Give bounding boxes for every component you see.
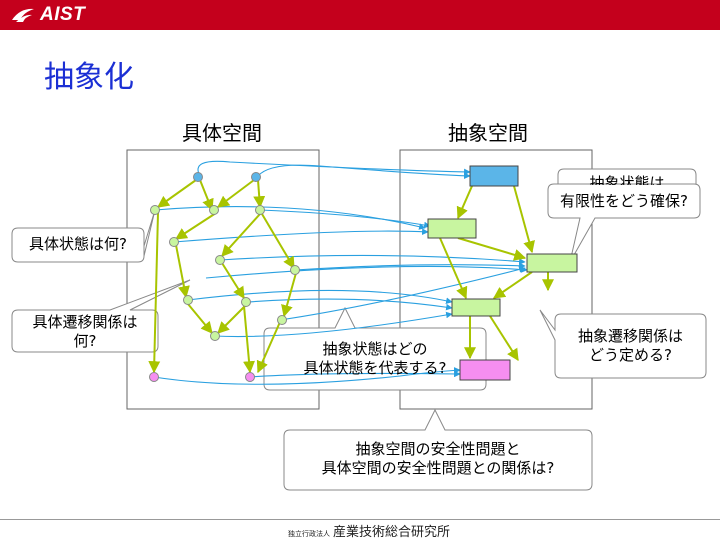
footer-org: 独立行政法人産業技術総合研究所 bbox=[288, 521, 450, 540]
footer-org-type: 独立行政法人 bbox=[288, 530, 330, 538]
callout-abstract-transition: 抽象遷移関係は どう定める? bbox=[577, 327, 683, 364]
aist-logo: AIST bbox=[10, 3, 85, 27]
concrete-states bbox=[149, 172, 300, 382]
abstract-state bbox=[526, 253, 578, 273]
footer-divider bbox=[0, 519, 720, 520]
callout-concrete-state: 具体状態は何? bbox=[29, 235, 127, 253]
concrete-initial-state bbox=[251, 172, 261, 182]
concrete-error-state bbox=[245, 372, 255, 382]
callout-safety: 抽象空間の安全性問題と 具体空間の安全性問題との関係は? bbox=[321, 440, 555, 477]
concrete-state bbox=[255, 205, 265, 215]
abstract-space-heading: 抽象空間 bbox=[448, 121, 528, 145]
concrete-error-state bbox=[149, 372, 159, 382]
concrete-state bbox=[169, 237, 179, 247]
abstract-state bbox=[451, 298, 501, 317]
top-banner: AIST bbox=[0, 0, 720, 30]
callout-finiteness: 有限性をどう確保? bbox=[560, 192, 688, 210]
slide-title: 抽象化 bbox=[44, 60, 134, 95]
callout-abstract-state-hidden: 抽象状態は bbox=[589, 174, 665, 185]
concrete-state bbox=[183, 295, 193, 305]
callout-shape-safety bbox=[283, 408, 593, 491]
concrete-state bbox=[210, 331, 220, 341]
abstract-initial-state bbox=[469, 165, 519, 187]
callout-shape-concrete-state bbox=[11, 227, 145, 263]
callout-abstract-state-represent: 抽象状態はどの 具体状態を代表する? bbox=[303, 340, 447, 377]
concrete-state bbox=[241, 297, 251, 307]
abstract-error-state bbox=[459, 359, 511, 381]
concrete-initial-state bbox=[193, 172, 203, 182]
concrete-state bbox=[290, 265, 300, 275]
concrete-state bbox=[215, 255, 225, 265]
concrete-state bbox=[277, 315, 287, 325]
callout-shape-finiteness bbox=[547, 183, 701, 263]
concrete-state bbox=[150, 205, 160, 215]
callout-shape-abstract-transition bbox=[539, 309, 707, 379]
concrete-state bbox=[209, 205, 219, 215]
callout-shape-abstract-state bbox=[557, 168, 697, 186]
abstract-state bbox=[427, 218, 477, 239]
logo-text: AIST bbox=[40, 4, 86, 25]
callout-shape-abstract-represent bbox=[263, 306, 487, 391]
concrete-space-heading: 具体空間 bbox=[182, 121, 262, 145]
aist-swoosh-icon bbox=[12, 8, 34, 22]
callout-concrete-transition: 具体遷移関係は 何? bbox=[32, 313, 138, 350]
abstract-states bbox=[427, 165, 578, 381]
footer-org-name: 産業技術総合研究所 bbox=[333, 525, 451, 540]
